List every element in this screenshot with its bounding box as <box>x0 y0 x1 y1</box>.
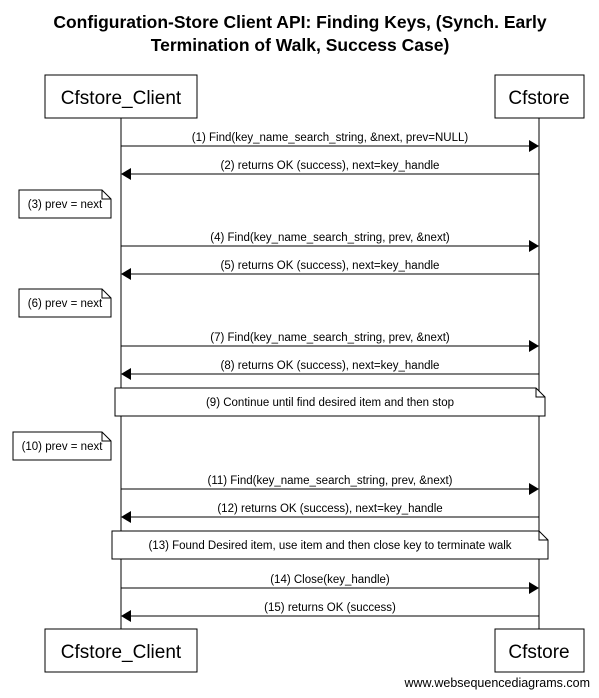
message-label: (5) returns OK (success), next=key_handl… <box>221 260 440 272</box>
message-arrowhead <box>121 368 131 380</box>
note-box <box>18 189 112 219</box>
participant-client-bottom-label: Cfstore_Client <box>61 642 182 663</box>
note-fold <box>101 289 111 299</box>
message-label: (14) Close(key_handle) <box>270 574 390 586</box>
message-4: (4) Find(key_name_search_string, prev, &… <box>121 232 539 252</box>
message-label: (11) Find(key_name_search_string, prev, … <box>207 475 452 487</box>
participant-store-top: Cfstore <box>494 74 585 119</box>
watermark-text: www.websequencediagrams.com <box>403 676 590 690</box>
note-fold <box>535 388 545 398</box>
message-1: (1) Find(key_name_search_string, &next, … <box>121 132 539 152</box>
message-8: (8) returns OK (success), next=key_handl… <box>121 360 539 380</box>
message-arrowhead <box>529 483 539 495</box>
note-10: (10) prev = next <box>12 431 112 461</box>
message-5: (5) returns OK (success), next=key_handl… <box>121 260 539 280</box>
note-box <box>114 387 546 417</box>
note-9: (9) Continue until find desired item and… <box>114 387 546 417</box>
message-arrowhead <box>529 582 539 594</box>
message-12: (12) returns OK (success), next=key_hand… <box>121 503 539 523</box>
diagram-title-line-2: Termination of Walk, Success Case) <box>151 35 450 55</box>
message-15: (15) returns OK (success) <box>121 602 539 622</box>
message-arrowhead <box>121 511 131 523</box>
message-14: (14) Close(key_handle) <box>121 574 539 594</box>
message-arrowhead <box>529 240 539 252</box>
note-fold <box>101 432 111 442</box>
message-arrowhead <box>121 168 131 180</box>
message-label: (1) Find(key_name_search_string, &next, … <box>192 132 469 144</box>
message-arrowhead <box>529 140 539 152</box>
message-label: (15) returns OK (success) <box>264 602 396 614</box>
message-label: (2) returns OK (success), next=key_handl… <box>221 160 440 172</box>
steps-layer: (1) Find(key_name_search_string, &next, … <box>12 132 549 622</box>
note-text: (9) Continue until find desired item and… <box>206 397 454 409</box>
message-label: (12) returns OK (success), next=key_hand… <box>217 503 442 515</box>
participant-client-bottom: Cfstore_Client <box>44 628 198 673</box>
message-label: (4) Find(key_name_search_string, prev, &… <box>210 232 450 244</box>
message-7: (7) Find(key_name_search_string, prev, &… <box>121 332 539 352</box>
participant-store-bottom: Cfstore <box>494 628 585 673</box>
note-text: (3) prev = next <box>28 199 103 211</box>
participant-client-top: Cfstore_Client <box>44 74 198 119</box>
note-box <box>111 530 549 560</box>
participant-store-top-label: Cfstore <box>508 88 569 109</box>
message-2: (2) returns OK (success), next=key_handl… <box>121 160 539 180</box>
message-arrowhead <box>121 610 131 622</box>
message-arrowhead <box>121 268 131 280</box>
note-text: (10) prev = next <box>22 441 104 453</box>
note-fold <box>101 190 111 200</box>
message-arrowhead <box>529 340 539 352</box>
message-label: (8) returns OK (success), next=key_handl… <box>221 360 440 372</box>
diagram-title-line-1: Configuration-Store Client API: Finding … <box>53 12 547 32</box>
note-text: (13) Found Desired item, use item and th… <box>148 540 511 552</box>
note-text: (6) prev = next <box>28 298 103 310</box>
note-fold <box>538 531 548 541</box>
message-label: (7) Find(key_name_search_string, prev, &… <box>210 332 450 344</box>
participant-client-top-label: Cfstore_Client <box>61 88 182 109</box>
participant-store-bottom-label: Cfstore <box>508 642 569 663</box>
note-box <box>18 288 112 318</box>
note-3: (3) prev = next <box>18 189 112 219</box>
note-13: (13) Found Desired item, use item and th… <box>111 530 549 560</box>
note-6: (6) prev = next <box>18 288 112 318</box>
note-box <box>12 431 112 461</box>
message-11: (11) Find(key_name_search_string, prev, … <box>121 475 539 495</box>
